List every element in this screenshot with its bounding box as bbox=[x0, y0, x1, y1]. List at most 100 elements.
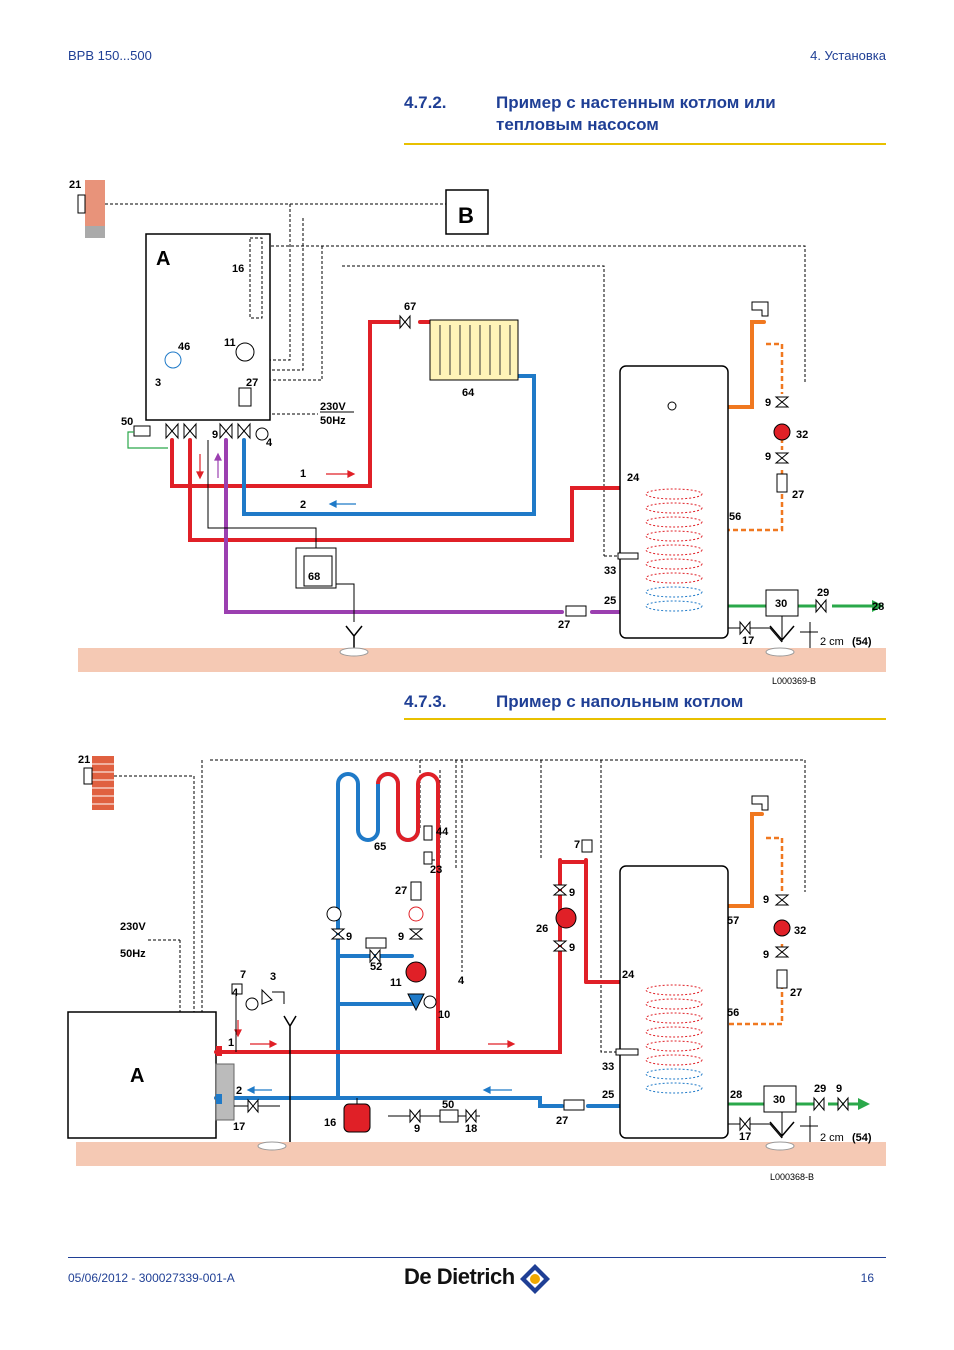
svg-text:3: 3 bbox=[270, 971, 276, 983]
svg-text:9: 9 bbox=[836, 1083, 842, 1095]
svg-text:4: 4 bbox=[266, 437, 273, 449]
label-frequency: 50Hz bbox=[120, 948, 146, 960]
svg-text:23: 23 bbox=[430, 864, 442, 876]
expansion-vessel-16 bbox=[343, 1103, 371, 1133]
svg-text:16: 16 bbox=[232, 263, 244, 275]
svg-text:65: 65 bbox=[374, 841, 386, 853]
svg-text:9: 9 bbox=[398, 931, 404, 943]
safety-group-30 bbox=[763, 1085, 797, 1113]
label-21: 21 bbox=[69, 179, 81, 191]
label-b: B bbox=[458, 203, 474, 228]
svg-text:17: 17 bbox=[233, 1121, 245, 1133]
svg-text:4: 4 bbox=[458, 975, 465, 987]
svg-text:32: 32 bbox=[794, 925, 806, 937]
svg-text:27: 27 bbox=[556, 1115, 568, 1127]
svg-text:29: 29 bbox=[814, 1083, 826, 1095]
header-doc-code: BPB 150...500 bbox=[68, 48, 152, 63]
svg-text:2: 2 bbox=[300, 499, 306, 511]
outdoor-wall bbox=[85, 180, 105, 238]
svg-text:64: 64 bbox=[462, 387, 475, 399]
footer-rule bbox=[68, 1257, 886, 1258]
boiler-a bbox=[67, 1011, 217, 1139]
svg-text:26: 26 bbox=[536, 923, 548, 935]
svg-text:9: 9 bbox=[763, 894, 769, 906]
safety-group-30 bbox=[765, 589, 799, 617]
svg-text:28: 28 bbox=[872, 601, 884, 613]
svg-text:57: 57 bbox=[727, 915, 739, 927]
svg-text:27: 27 bbox=[792, 489, 804, 501]
svg-text:11: 11 bbox=[390, 977, 402, 989]
svg-text:56: 56 bbox=[727, 1007, 739, 1019]
floor bbox=[78, 648, 886, 672]
svg-text:3: 3 bbox=[155, 377, 161, 389]
section-title: Пример с напольным котлом bbox=[496, 692, 744, 711]
svg-text:9: 9 bbox=[765, 451, 771, 463]
svg-text:16: 16 bbox=[324, 1117, 336, 1129]
figure-code: L000369-B bbox=[772, 676, 816, 686]
svg-text:21: 21 bbox=[78, 754, 90, 766]
svg-text:50: 50 bbox=[442, 1099, 454, 1111]
svg-text:25: 25 bbox=[602, 1089, 614, 1101]
svg-text:33: 33 bbox=[604, 565, 616, 577]
svg-text:(54): (54) bbox=[852, 636, 872, 648]
footer-doc-ref: 05/06/2012 - 300027339-001-A bbox=[68, 1271, 235, 1285]
svg-text:7: 7 bbox=[240, 969, 246, 981]
svg-text:28: 28 bbox=[730, 1089, 742, 1101]
svg-text:9: 9 bbox=[414, 1123, 420, 1135]
svg-text:2: 2 bbox=[236, 1085, 242, 1097]
svg-text:46: 46 bbox=[178, 341, 190, 353]
svg-text:29: 29 bbox=[817, 587, 829, 599]
svg-text:17: 17 bbox=[742, 635, 754, 647]
svg-text:33: 33 bbox=[602, 1061, 614, 1073]
figure-wall-boiler: 21 B A 16 11 46 3 27 50 9 4 bbox=[69, 179, 886, 686]
svg-text:27: 27 bbox=[246, 377, 258, 389]
label-voltage: 230V bbox=[120, 921, 146, 933]
label-voltage: 230V bbox=[320, 401, 346, 413]
svg-text:9: 9 bbox=[569, 887, 575, 899]
dhw-cylinder bbox=[619, 365, 729, 639]
svg-text:56: 56 bbox=[729, 511, 741, 523]
svg-text:30: 30 bbox=[773, 1094, 785, 1106]
svg-text:11: 11 bbox=[224, 337, 236, 349]
svg-text:44: 44 bbox=[436, 826, 449, 838]
svg-text:1: 1 bbox=[300, 468, 306, 480]
svg-text:9: 9 bbox=[765, 397, 771, 409]
label-distance: 2 cm bbox=[820, 636, 844, 648]
svg-text:9: 9 bbox=[569, 942, 575, 954]
page-number: 16 bbox=[860, 1271, 874, 1285]
brand-logo-icon bbox=[520, 1264, 550, 1294]
svg-text:32: 32 bbox=[796, 429, 808, 441]
section-number: 4.7.3. bbox=[404, 692, 447, 711]
section-number: 4.7.2. bbox=[404, 93, 447, 112]
section-rule bbox=[404, 143, 886, 145]
floor bbox=[76, 1142, 886, 1166]
svg-text:30: 30 bbox=[775, 598, 787, 610]
svg-text:67: 67 bbox=[404, 301, 416, 313]
figure-floor-boiler: 21 A 230V 50Hz 65 bbox=[67, 754, 886, 1182]
header-chapter: 4. Установка bbox=[810, 48, 886, 63]
svg-text:27: 27 bbox=[395, 885, 407, 897]
radiator-64 bbox=[429, 319, 519, 381]
svg-text:4: 4 bbox=[232, 987, 239, 999]
label-a: A bbox=[156, 248, 170, 270]
svg-text:68: 68 bbox=[308, 571, 320, 583]
svg-text:10: 10 bbox=[438, 1009, 450, 1021]
svg-text:27: 27 bbox=[790, 987, 802, 999]
svg-text:9: 9 bbox=[212, 429, 218, 441]
figure-code: L000368-B bbox=[770, 1172, 814, 1182]
svg-text:7: 7 bbox=[574, 839, 580, 851]
svg-text:52: 52 bbox=[370, 961, 382, 973]
svg-text:18: 18 bbox=[465, 1123, 477, 1135]
svg-text:(54): (54) bbox=[852, 1132, 872, 1144]
svg-text:17: 17 bbox=[739, 1131, 751, 1143]
label-frequency: 50Hz bbox=[320, 415, 346, 427]
svg-text:9: 9 bbox=[346, 931, 352, 943]
svg-text:50: 50 bbox=[121, 416, 133, 428]
svg-text:24: 24 bbox=[627, 472, 640, 484]
label-distance: 2 cm bbox=[820, 1132, 844, 1144]
dhw-cylinder bbox=[619, 865, 729, 1139]
svg-text:27: 27 bbox=[558, 619, 570, 631]
svg-text:25: 25 bbox=[604, 595, 616, 607]
label-a: A bbox=[130, 1065, 144, 1087]
svg-text:1: 1 bbox=[228, 1037, 234, 1049]
